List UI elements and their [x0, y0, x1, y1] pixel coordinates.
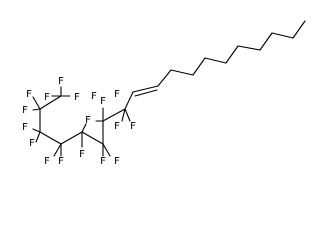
bond	[170, 69, 194, 76]
bond	[204, 57, 227, 64]
bond	[102, 143, 111, 157]
fluorine-label: F	[100, 96, 106, 107]
fluorine-label: F	[79, 149, 85, 160]
bond	[81, 123, 87, 133]
fluorine-label: F	[114, 156, 120, 167]
bond	[32, 128, 41, 133]
fluorine-label: F	[44, 92, 50, 103]
fluorine-label: F	[44, 156, 50, 167]
bond	[225, 45, 239, 64]
fluorine-label: F	[114, 89, 120, 100]
bonds	[32, 20, 306, 157]
bond	[32, 108, 41, 111]
bond	[157, 69, 172, 87]
bond	[271, 32, 294, 39]
bond	[39, 95, 62, 110]
bond	[32, 96, 41, 110]
double-bond	[132, 85, 159, 93]
bond	[259, 32, 273, 51]
fluorine-label: F	[26, 89, 32, 100]
fluorine-label: F	[22, 105, 28, 116]
bond	[60, 131, 83, 145]
fluorine-label: F	[114, 121, 120, 132]
bond	[292, 20, 306, 39]
fluorine-label: F	[58, 156, 64, 167]
bond	[237, 45, 261, 51]
fluorine-label: F	[58, 76, 64, 87]
fluorine-label: F	[130, 121, 136, 132]
fluorine-label: F	[74, 92, 80, 103]
atom-labels: F F F F F F F F F F F F F F F F F F F F …	[22, 76, 136, 167]
fluorine-label: F	[85, 115, 91, 126]
bond	[81, 131, 104, 145]
bond	[35, 131, 41, 143]
molecule-structure: F F F F F F F F F F F F F F F F F F F F …	[22, 20, 306, 167]
bond	[53, 143, 62, 157]
bond	[124, 108, 131, 122]
fluorine-label: F	[22, 122, 28, 133]
double-bond-inner	[134, 89, 158, 97]
bond	[124, 91, 134, 110]
bond	[39, 131, 62, 145]
bond	[102, 108, 126, 122]
fluorine-label: F	[91, 91, 97, 102]
fluorine-label: F	[29, 138, 35, 149]
bond	[121, 108, 126, 122]
bond	[192, 57, 206, 76]
fluorine-label: F	[100, 156, 106, 167]
structure-canvas: F F F F F F F F F F F F F F F F F F F F …	[22, 20, 306, 167]
